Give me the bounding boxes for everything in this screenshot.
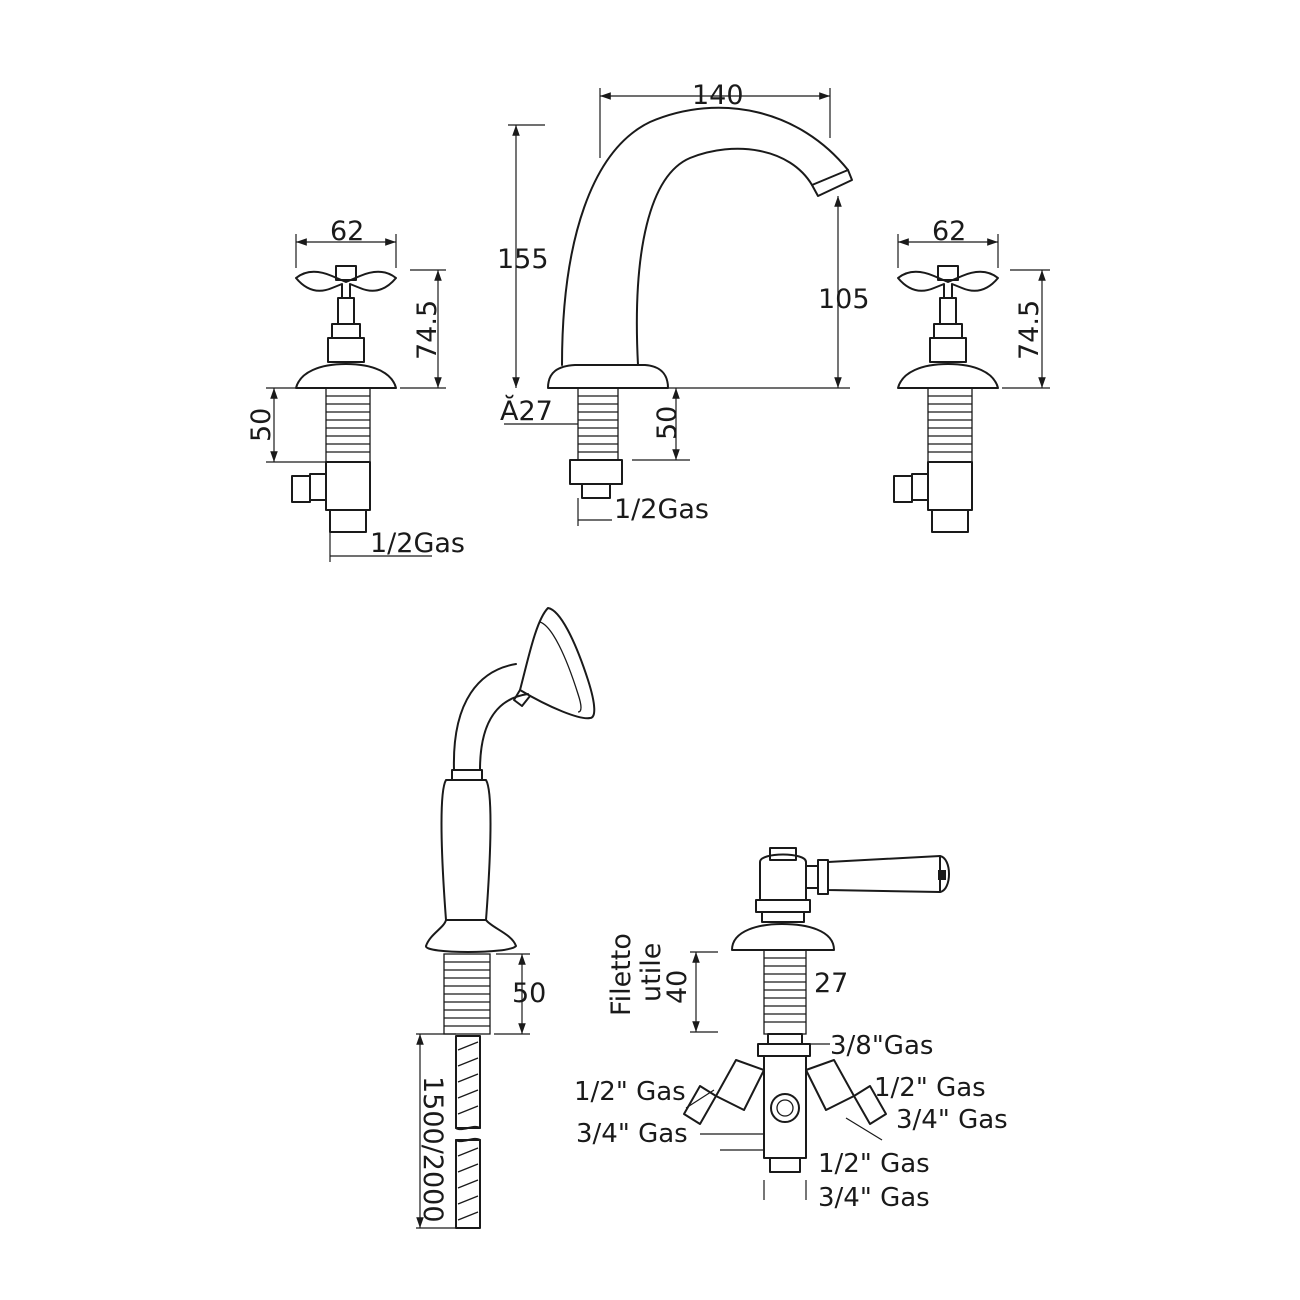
diverter-left-outlet-label-2: 3/4" Gas [576,1119,688,1149]
hand-shower [424,607,596,1035]
diverter-right-outlet-label-1: 1/2" Gas [874,1073,986,1103]
hose [455,1035,481,1229]
diverter-bottom-outlet-label-2: 3/4" Gas [818,1183,930,1213]
diverter-left-outlet-label-1: 1/2" Gas [574,1077,686,1107]
right-valve [893,265,999,533]
left-valve [291,265,397,533]
spout-outlet-height-label: 105 [818,284,870,315]
hand-shower-dimensions: 50 1500/2000 [416,953,546,1229]
right-valve-dimensions: 62 74.5 [897,216,1050,389]
right-valve-height-label: 74.5 [1014,300,1045,360]
hand-shower-shank-label: 50 [512,978,546,1009]
spout [547,106,853,499]
left-valve-thread-label: 1/2Gas [370,528,465,559]
spout-dimensions: 140 155 105 Ă27 50 1/2Gas [497,80,870,526]
diverter-right-outlet-label-2: 3/4" Gas [896,1105,1008,1135]
spout-width-label: 140 [692,80,744,111]
left-valve-shank-label: 50 [246,408,277,442]
left-valve-height-label: 74.5 [412,300,443,360]
hose-length-label: 1500/2000 [417,1076,448,1223]
spout-thread-label: 1/2Gas [614,494,709,525]
spout-height-label: 155 [497,244,549,275]
diverter-shank-diameter-label: 27 [814,968,848,999]
diverter-thread-value: 40 [662,970,693,1004]
left-valve-dimensions: 62 74.5 50 1/2Gas [246,216,465,562]
spout-shank-label: 50 [652,406,683,440]
spout-diameter-label: Ă27 [500,394,553,427]
diverter-dimensions: Filetto utile 40 27 3/8"Gas 1/2" Gas 3/4… [574,933,1008,1213]
left-valve-width-label: 62 [330,216,364,247]
diverter-bottom-outlet-label-1: 1/2" Gas [818,1149,930,1179]
diverter-thread-label-1: Filetto [606,933,637,1016]
diverter-top-outlet-label: 3/8"Gas [830,1031,933,1061]
diverter [683,847,950,1173]
diverter-thread-label-2: utile [636,943,667,1002]
right-valve-width-label: 62 [932,216,966,247]
